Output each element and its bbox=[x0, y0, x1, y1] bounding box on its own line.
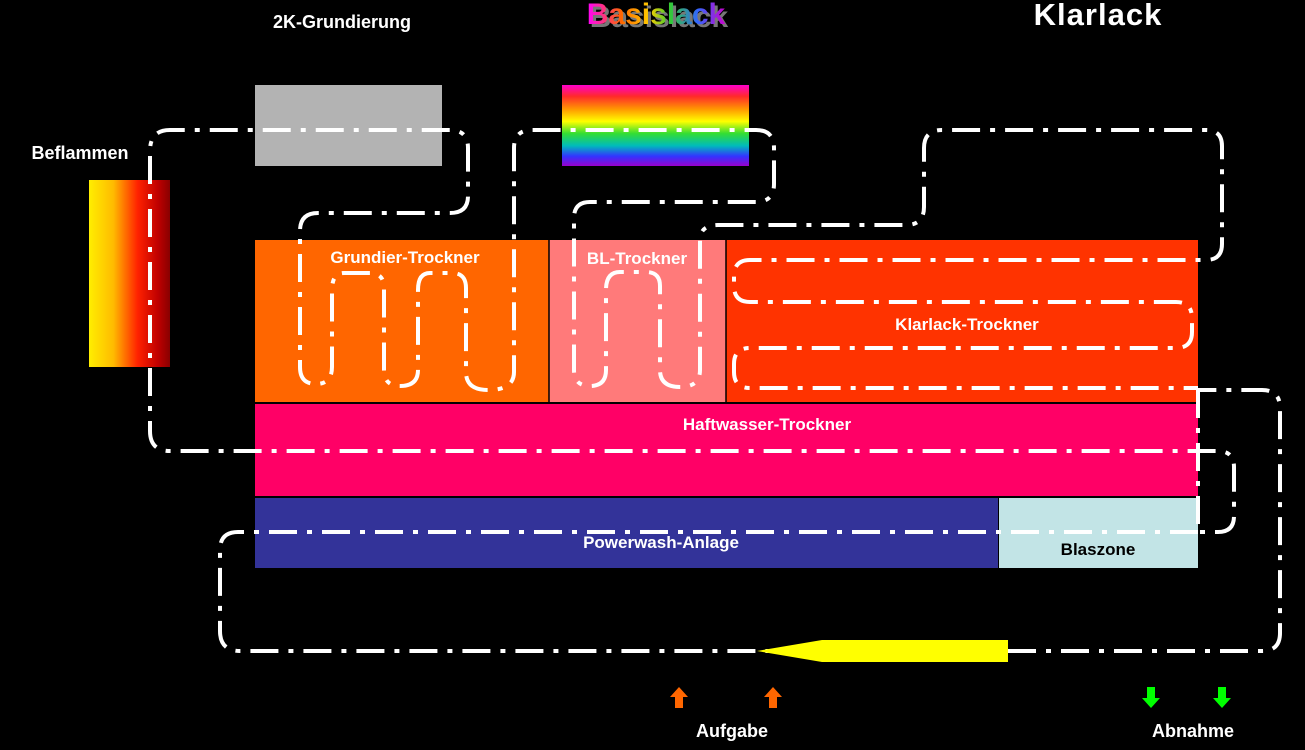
klarlack-trockner-label: Klarlack-Trockner bbox=[895, 315, 1039, 334]
abnahme-label: Abnahme bbox=[1152, 721, 1234, 741]
conveyor-path bbox=[148, 128, 1282, 653]
up-arrow-icon bbox=[764, 687, 782, 708]
basislack-label-shadow: Basislack bbox=[590, 1, 729, 34]
grundierung-label: 2K-Grundierung bbox=[273, 12, 411, 32]
klarlack-trockner-zone bbox=[726, 240, 1198, 403]
beflammen-label: Beflammen bbox=[31, 143, 128, 163]
grundier-trockner-zone bbox=[255, 240, 549, 403]
haftwasser-trockner-label: Haftwasser-Trockner bbox=[683, 415, 852, 434]
bl-trockner-zone bbox=[549, 240, 726, 403]
powerwash-label: Powerwash-Anlage bbox=[583, 533, 739, 552]
grundier-trockner-label: Grundier-Trockner bbox=[330, 248, 480, 267]
flame-zone-icon bbox=[89, 180, 170, 367]
down-arrow-icon bbox=[1213, 687, 1231, 708]
bl-trockner-label: BL-Trockner bbox=[587, 249, 688, 268]
klarlack-label: Klarlack bbox=[1034, 0, 1163, 32]
aufgabe-label: Aufgabe bbox=[696, 721, 768, 741]
down-arrow-icon bbox=[1142, 687, 1160, 708]
direction-arrow bbox=[757, 640, 1008, 662]
up-arrow-icon bbox=[670, 687, 688, 708]
basislack-booth bbox=[562, 85, 749, 166]
basislack-label: Basislack bbox=[587, 0, 726, 31]
blaszone-label: Blaszone bbox=[1061, 540, 1136, 559]
grundierung-booth bbox=[255, 85, 442, 166]
